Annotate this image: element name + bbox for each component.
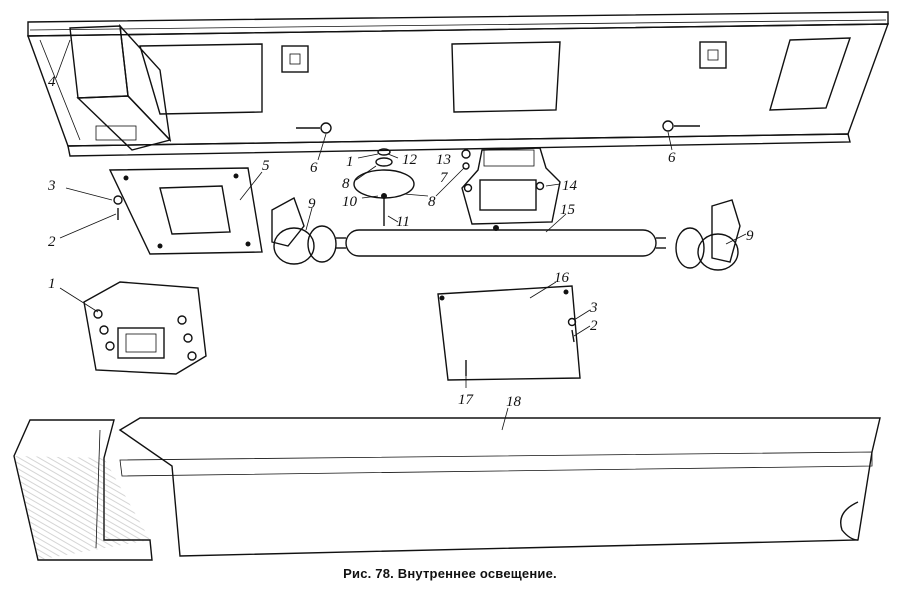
- label-13: 13: [436, 152, 451, 168]
- lamp-holder-right: [675, 199, 741, 271]
- label-1-mid: 1: [48, 276, 56, 292]
- lamp-holder-left: [271, 196, 337, 265]
- label-3-left: 3: [47, 178, 56, 194]
- fluorescent-tube: [336, 229, 666, 257]
- label-18: 18: [506, 394, 522, 410]
- cover-plate: [437, 285, 581, 381]
- label-9-right: 9: [746, 228, 754, 244]
- ceiling-rail: [27, 11, 890, 157]
- label-7: 7: [440, 170, 449, 186]
- part-labels: 4 3 2 5 6 6 1 12 8 10 8 11 13 7 14 15 9 …: [47, 74, 754, 410]
- label-5: 5: [262, 158, 270, 174]
- label-6-right: 6: [668, 150, 676, 166]
- label-17: 17: [458, 392, 475, 408]
- label-6-left: 6: [310, 160, 318, 176]
- diffuser-cover: [13, 417, 881, 561]
- terminal-block: [461, 147, 561, 231]
- label-2-right: 2: [590, 318, 598, 334]
- label-9-left: 9: [308, 196, 316, 212]
- label-10: 10: [342, 194, 358, 210]
- label-1-top: 1: [346, 154, 354, 170]
- label-14: 14: [562, 178, 578, 194]
- label-15: 15: [560, 202, 576, 218]
- label-4: 4: [48, 74, 56, 90]
- label-16: 16: [554, 270, 570, 286]
- starter-socket: [353, 148, 471, 226]
- label-11: 11: [396, 214, 410, 230]
- ballast-unit: [83, 281, 207, 375]
- lamp-base-plate: [108, 167, 263, 255]
- label-12: 12: [402, 152, 418, 168]
- screw-and-washer-left: [113, 195, 123, 220]
- label-2-left: 2: [48, 234, 56, 250]
- label-8-a: 8: [342, 176, 350, 192]
- leader-lines: [55, 39, 747, 431]
- figure-caption: Рис. 78. Внутреннее освещение.: [343, 566, 557, 581]
- label-8-b: 8: [428, 194, 436, 210]
- label-3-right: 3: [589, 300, 598, 316]
